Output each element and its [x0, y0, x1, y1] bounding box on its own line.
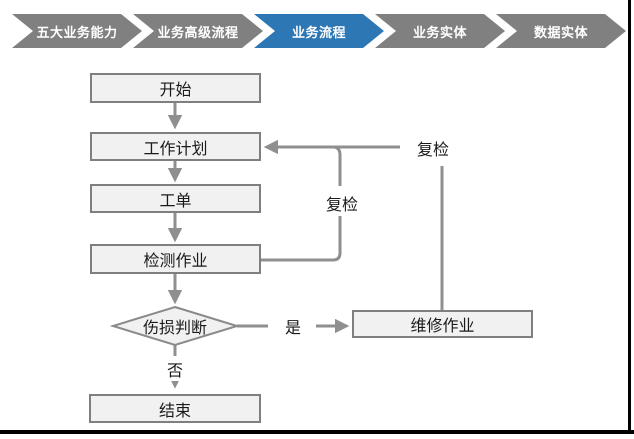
flow-node-label: 工单 — [159, 192, 192, 210]
flow-node-work-order: 工单 — [90, 184, 261, 213]
edge-label-recheck-loop: 复检 — [319, 191, 365, 215]
frame-right-border — [628, 0, 631, 434]
edge-label-recheck-repair: 复检 — [409, 136, 457, 160]
breadcrumb-step-business-entity[interactable]: 业务实体 — [375, 14, 505, 48]
breadcrumb-step-label: 业务高级流程 — [157, 24, 239, 40]
flow-node-label: 工作计划 — [143, 140, 208, 158]
flow-node-label: 检测作业 — [143, 253, 208, 270]
flow-node-end: 结束 — [89, 394, 261, 423]
flow-node-damage-decision: 伤损判断 — [113, 307, 237, 345]
flow-node-inspection: 检测作业 — [90, 244, 261, 274]
breadcrumb-step-data-entity[interactable]: 数据实体 — [496, 14, 626, 48]
flow-node-label: 维修作业 — [410, 318, 475, 335]
flow-node-work-plan: 工作计划 — [90, 132, 261, 161]
breadcrumb-step-label: 五大业务能力 — [36, 24, 118, 40]
frame-bottom-border — [0, 430, 634, 434]
connector-recheck-loop-upper — [332, 145, 342, 186]
decision-diamond-shape — [109, 305, 241, 347]
edge-label-no: 否 — [162, 357, 188, 381]
flow-node-label: 开始 — [159, 82, 192, 99]
flow-node-start: 开始 — [90, 73, 261, 103]
flow-node-repair: 维修作业 — [352, 310, 533, 338]
edge-label-yes: 是 — [280, 314, 306, 338]
flow-node-label: 伤损判断 — [142, 320, 207, 337]
breadcrumb-step-label: 数据实体 — [533, 24, 588, 40]
breadcrumb-step-label: 业务流程 — [291, 24, 346, 40]
connector-inspect-recheck-lower — [261, 216, 342, 262]
breadcrumb-step-high-level-process[interactable]: 业务高级流程 — [133, 14, 263, 48]
breadcrumb-step-label: 业务实体 — [412, 24, 467, 40]
flow-node-label: 结束 — [158, 402, 191, 420]
breadcrumb-step-business-process-active[interactable]: 业务流程 — [254, 14, 384, 48]
breadcrumb-step-five-capabilities[interactable]: 五大业务能力 — [12, 14, 142, 48]
